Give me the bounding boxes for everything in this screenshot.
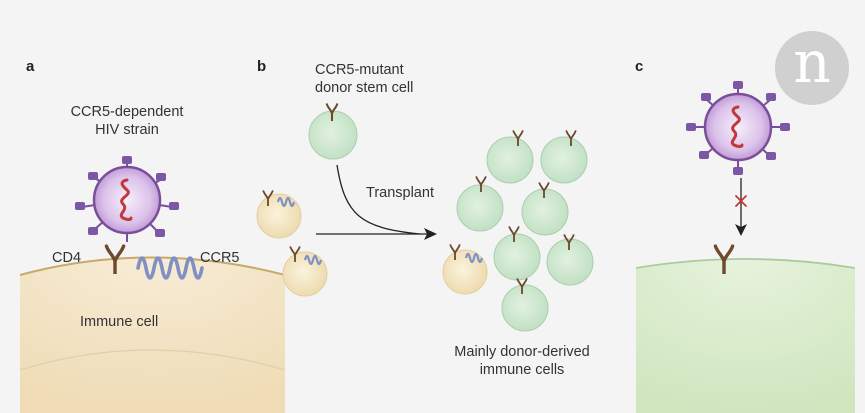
panel-a-virus-label: CCR5-dependent HIV strain [62,103,192,139]
publisher-logo-letter: n [793,28,831,96]
panel-b-transplant-label: Transplant [366,185,434,201]
panel-c-artwork [635,81,856,413]
panel-b-letter: b [257,58,267,75]
ccr5-coil-icon [276,196,296,208]
panel-a-cd4-label: CD4 [52,250,82,266]
panel-a-letter: a [26,58,35,75]
panel-b-remaining-host-cell [442,244,488,295]
panel-c-arrow-head-icon [735,224,747,236]
panel-c-cell-membrane [635,258,856,269]
panel-a-artwork [19,156,286,413]
panel-a-virus-label-line2: HIV strain [95,122,159,138]
panel-b-result-label: Mainly donor-derived immune cells [432,343,612,379]
panel-b-donor-label-line1: CCR5-mutant [315,62,404,78]
panel-a-virus-label-line1: CCR5-dependent [70,104,184,120]
panel-b-donor-label-line2: donor stem cell [315,80,414,96]
panel-a-cell-label: Immune cell [80,314,159,330]
ccr5-coil-icon [303,254,323,266]
panel-a-inner-membrane [19,349,286,371]
panel-a-host-cell [20,257,285,413]
panel-a-host-membrane [19,256,286,276]
panel-c-cell [636,259,855,413]
panel-b-arrow-head-icon [424,228,437,240]
panel-b-donor-label: CCR5-mutant donor stem cell [315,61,413,97]
panel-c-block-x-icon [735,195,747,207]
panel-b-transplant-curve [336,164,421,235]
panel-a-hiv-virus-icon [75,156,179,242]
ccr5-coil-icon [464,252,484,264]
panel-b-host-cell-1 [256,190,302,239]
panel-b-donor-cells [456,130,594,332]
publisher-logo [775,31,849,105]
panel-b-result-label-line2: immune cells [479,362,565,378]
panel-b-donor-stem-cell [308,103,358,160]
panel-c-hiv-virus-icon [686,81,790,175]
panel-a-ccr5-label: CCR5 [200,250,240,266]
panel-b-result-label-line1: Mainly donor-derived [454,344,590,360]
panel-b-host-cell-2 [282,246,328,297]
panel-b-artwork [256,103,594,332]
panel-c-letter: c [635,58,644,75]
panel-a-ccr5-coil-icon [136,256,204,280]
